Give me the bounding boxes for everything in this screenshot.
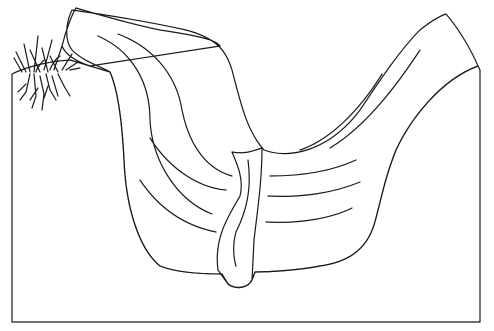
central-ice-tongue <box>217 148 262 287</box>
glacier-ice <box>62 8 220 66</box>
flow-line <box>268 182 360 196</box>
flow-line <box>140 180 216 232</box>
tongue-flow-line <box>234 160 250 266</box>
flow-line <box>270 160 356 176</box>
flow-line <box>330 50 420 148</box>
glacier-tongue <box>67 10 478 287</box>
flow-line <box>266 208 352 222</box>
flow-line <box>118 34 232 176</box>
flow-line <box>300 74 382 150</box>
bedrock-ground <box>12 60 480 322</box>
